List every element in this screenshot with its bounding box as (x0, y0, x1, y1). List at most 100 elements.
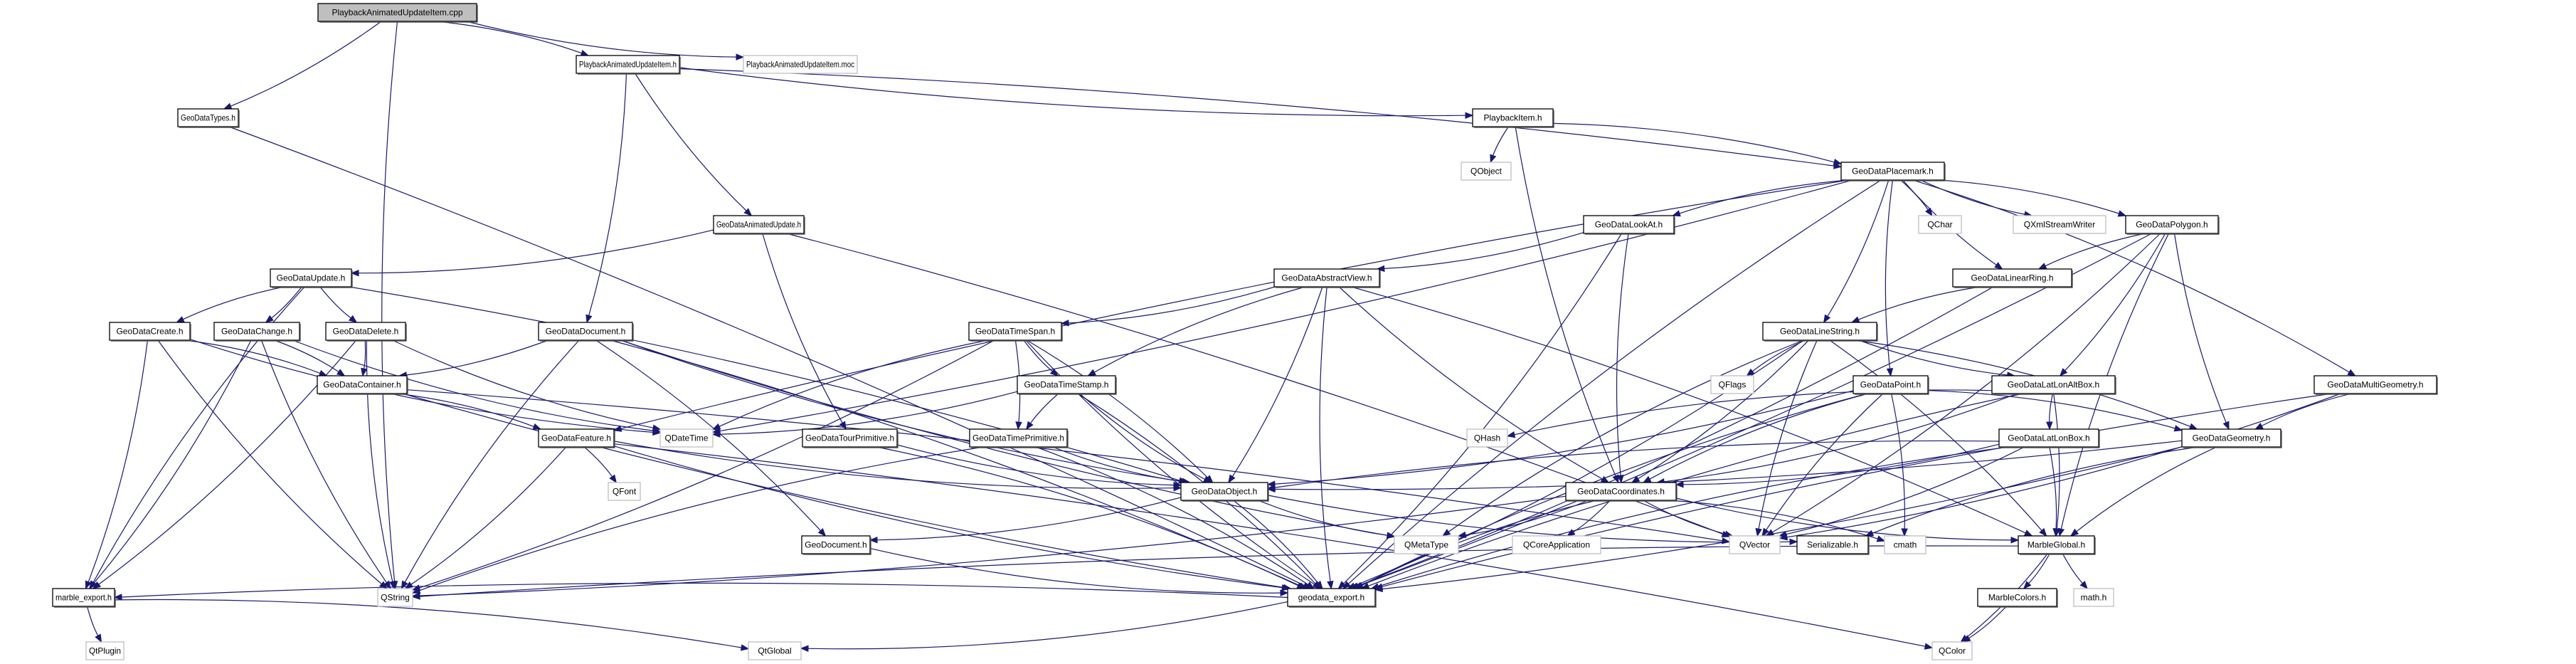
node-label: GeoDataLatLonAltBox.h (2008, 380, 2099, 390)
node-point[interactable]: GeoDataPoint.h (1853, 375, 1929, 395)
node-shadow (1474, 110, 1554, 128)
node-box (1461, 162, 1512, 181)
node-mexport[interactable]: marble_export.h (52, 588, 116, 608)
node-container[interactable]: GeoDataContainer.h (317, 375, 408, 395)
node-geodoc[interactable]: GeoDocument.h (801, 535, 871, 555)
node-label: QFont (613, 487, 637, 497)
node-geometry[interactable]: GeoDataGeometry.h (2181, 428, 2282, 448)
node-label: GeoDataPolygon.h (2136, 220, 2207, 230)
edge-coords-to-gdexport (1362, 500, 1597, 586)
node-change[interactable]: GeoDataChange.h (213, 322, 301, 342)
node-multigeo[interactable]: GeoDataMultiGeometry.h (2313, 375, 2438, 395)
node-create[interactable]: GeoDataCreate.h (109, 322, 191, 342)
node-timestamp[interactable]: GeoDataTimeStamp.h (1017, 375, 1117, 395)
node-delete[interactable]: GeoDataDelete.h (325, 322, 407, 342)
arrowhead-icon (1886, 368, 1894, 377)
arrowhead-icon (1490, 154, 1497, 164)
edge-lookat-to-gdexport (1343, 233, 1623, 584)
edge-geometry-to-object (1274, 440, 2183, 490)
edge-object-to-geodoc (876, 497, 1182, 541)
arrowhead-icon (1755, 527, 1762, 537)
edge-timeprim-to-qstring (419, 446, 984, 591)
arrowhead-icon (1281, 584, 1290, 591)
edge-geometry-to-mglobal (2076, 446, 2217, 532)
node-timespan[interactable]: GeoDataTimeSpan.h (968, 322, 1063, 342)
node-linestr[interactable]: GeoDataLineString.h (1762, 322, 1878, 342)
node-tourprim[interactable]: GeoDataTourPrimitive.h (802, 428, 899, 448)
arrowhead-icon (1850, 316, 1860, 323)
node-box (325, 322, 406, 341)
node-feature[interactable]: GeoDataFeature.h (538, 428, 615, 448)
arrowhead-icon (2188, 423, 2198, 430)
node-root[interactable]: PlaybackAnimatedUpdateItem.cpp (317, 3, 478, 23)
node-update[interactable]: GeoDataUpdate.h (270, 268, 353, 288)
node-box (1998, 428, 2099, 448)
node-playitem[interactable]: PlaybackItem.h (1472, 108, 1554, 128)
edge-delete-to-qdatetime (392, 339, 654, 428)
edge-placemark-to-feature (620, 179, 1849, 429)
node-label: QMetaType (1404, 540, 1448, 550)
edge-update-to-delete (319, 286, 351, 319)
node-label: GeoDataAnimatedUpdate.h (716, 220, 801, 230)
node-animupd[interactable]: GeoDataAnimatedUpdate.h (713, 215, 805, 235)
node-polygon[interactable]: GeoDataPolygon.h (2125, 215, 2220, 235)
node-box (743, 55, 858, 74)
node-serial[interactable]: Serializable.h (1796, 535, 1870, 555)
edge-container-to-feature (398, 393, 534, 427)
node-gdtypes[interactable]: GeoDataTypes.h (177, 108, 240, 128)
node-llbox[interactable]: GeoDataLatLonBox.h (1998, 428, 2100, 448)
arrowhead-icon (1327, 581, 1334, 590)
node-gdexport[interactable]: geodata_export.h (1287, 588, 1377, 608)
node-label: GeoDataMultiGeometry.h (2327, 380, 2423, 390)
edge-multigeo-to-geometry (2261, 393, 2352, 426)
node-pauih[interactable]: PlaybackAnimatedUpdateItem.h (576, 55, 681, 75)
node-box (1180, 482, 1268, 501)
node-box (2313, 375, 2437, 394)
arrowhead-icon (1087, 369, 1096, 376)
node-shadow (111, 324, 191, 342)
arrowhead-icon (743, 208, 753, 216)
edge-tourprim-to-gdexport (876, 446, 1298, 586)
arrowhead-icon (348, 315, 358, 323)
arrowhead-icon (652, 424, 662, 431)
edge-linestr-to-qmetatype (1448, 339, 1804, 532)
node-linring[interactable]: GeoDataLinearRing.h (1952, 268, 2073, 288)
node-qtglobal: QtGlobal (748, 641, 802, 660)
node-mglobal[interactable]: MarbleGlobal.h (2018, 535, 2096, 555)
node-shadow (803, 537, 871, 555)
edge-polygon-to-linring (2045, 233, 2146, 267)
node-placemark[interactable]: GeoDataPlacemark.h (1840, 162, 1946, 181)
edge-gdexport-to-qtglobal (807, 601, 1288, 650)
arrowhead-icon (1617, 475, 1624, 484)
node-mcolors[interactable]: MarbleColors.h (1977, 588, 2058, 608)
node-document[interactable]: GeoDataDocument.h (538, 322, 634, 342)
node-shadow (319, 5, 478, 23)
node-box (538, 428, 615, 448)
edge-feature-to-qfont (583, 446, 613, 478)
node-llabox[interactable]: GeoDataLatLonAltBox.h (1991, 375, 2116, 395)
node-label: Serializable.h (1807, 540, 1858, 550)
node-object[interactable]: GeoDataObject.h (1180, 482, 1269, 502)
node-shadow (1855, 377, 1929, 395)
edge-absview-to-timestamp (1093, 286, 1305, 373)
arrowhead-icon (1374, 585, 1383, 593)
node-box (802, 428, 898, 448)
node-coords[interactable]: GeoDataCoordinates.h (1565, 482, 1677, 502)
arrowhead-icon (92, 581, 102, 589)
edge-point-to-coords (1649, 393, 1869, 480)
node-box (1918, 215, 1962, 234)
node-shadow (1019, 377, 1117, 395)
edge-feature-to-gdexport (613, 446, 1283, 589)
edge-absview-to-mglobal (1351, 286, 2026, 534)
arrowhead-icon (613, 425, 622, 432)
edge-gdtypes-to-gdexport (228, 126, 1305, 586)
node-timeprim[interactable]: GeoDataTimePrimitive.h (969, 428, 1069, 448)
node-absview[interactable]: GeoDataAbstractView.h (1273, 268, 1381, 288)
node-box (1512, 535, 1601, 554)
edge-mexport-to-qtglobal (114, 599, 742, 648)
node-qhash: QHash (1466, 428, 1508, 448)
edge-feature-to-object (613, 441, 1175, 489)
edge-polygon-to-llabox (2064, 233, 2166, 371)
node-label: GeoDataPoint.h (1860, 380, 1921, 390)
node-lookat[interactable]: GeoDataLookAt.h (1583, 215, 1675, 235)
